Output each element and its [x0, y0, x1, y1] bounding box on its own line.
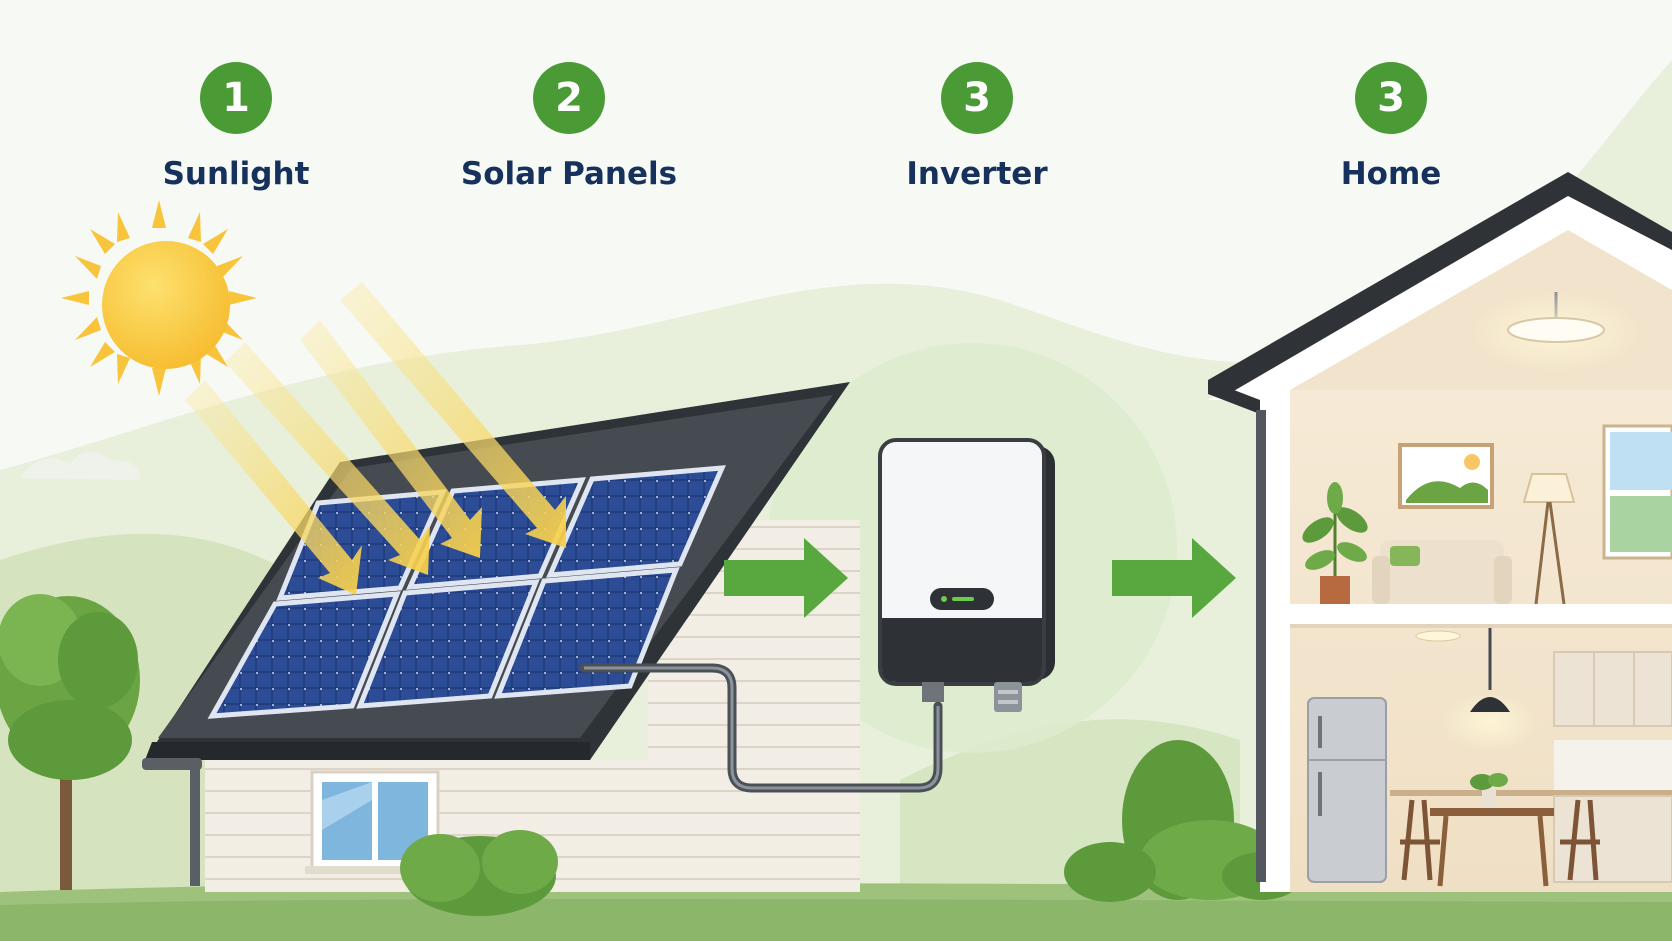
step-label: Home	[1340, 156, 1442, 192]
step-solar-panels: 2 Solar Panels	[449, 62, 689, 192]
step-badge: 3	[941, 62, 1013, 134]
step-label: Inverter	[906, 156, 1048, 192]
step-home: 3 Home	[1271, 62, 1511, 192]
step-badge: 1	[200, 62, 272, 134]
step-inverter: 3 Inverter	[857, 62, 1097, 192]
tree-icon	[0, 594, 140, 890]
bush-icon	[400, 740, 1302, 916]
house-icon	[1208, 172, 1672, 892]
step-label: Sunlight	[162, 156, 310, 192]
flow-arrow-icon	[724, 538, 1236, 618]
step-sunlight: 1 Sunlight	[116, 62, 356, 192]
sun-icon	[61, 200, 257, 396]
inverter-icon	[878, 438, 1055, 712]
step-label: Solar Panels	[460, 156, 678, 192]
sun-ray-arrows	[185, 282, 566, 595]
step-badge: 3	[1355, 62, 1427, 134]
step-badge: 2	[533, 62, 605, 134]
